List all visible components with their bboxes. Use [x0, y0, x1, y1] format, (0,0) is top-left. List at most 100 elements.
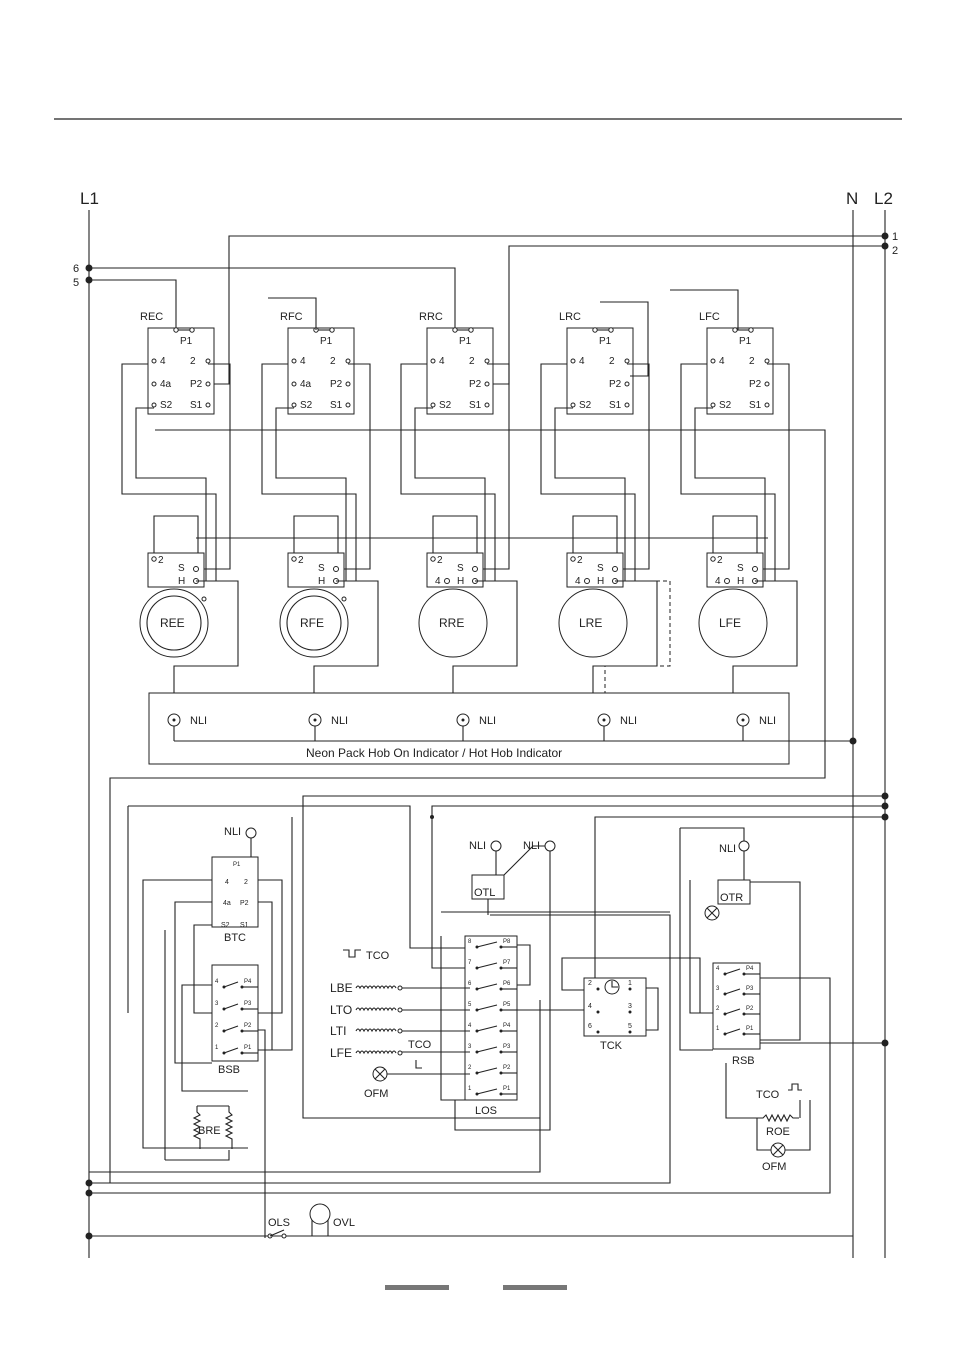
svg-text:P1: P1	[244, 1045, 252, 1051]
control-label: LFC	[699, 311, 720, 323]
svg-text:2: 2	[468, 1065, 472, 1071]
svg-text:H: H	[737, 576, 744, 587]
svg-text:P2: P2	[503, 1065, 511, 1071]
svg-text:P5: P5	[503, 1002, 511, 1008]
switch-pole-1: 1 P1	[215, 1045, 258, 1055]
svg-text:4: 4	[215, 979, 219, 985]
element-lfe: LFE	[719, 616, 741, 630]
svg-text:1: 1	[468, 1086, 472, 1092]
element-rfe: RFE	[300, 616, 324, 630]
load-lbe: LBE	[330, 981, 470, 995]
roe-element: ROE	[756, 1100, 801, 1151]
svg-text:3: 3	[468, 1044, 472, 1050]
btc-nli: NLI	[224, 826, 241, 838]
term-right: 2	[609, 356, 615, 367]
svg-text:OFM: OFM	[364, 1088, 388, 1100]
btc-term-4a: 4a	[223, 900, 231, 907]
svg-text:2: 2	[716, 1006, 720, 1012]
load-lto: LTO	[330, 1003, 470, 1017]
load-lti: LTI	[330, 1024, 470, 1038]
term-left: 4	[579, 356, 585, 367]
otr-label: OTR	[720, 892, 743, 904]
control-label: RFC	[280, 311, 303, 323]
ofm-left: OFM	[364, 1066, 470, 1100]
term-right: 2	[749, 356, 755, 367]
tck-term-1: 1	[628, 980, 632, 991]
svg-text:2: 2	[588, 980, 592, 987]
hob-control-rec: RECP144aS22P2S12SH44aREE	[121, 311, 239, 706]
rail-label-n: N	[846, 189, 858, 208]
tck-term-3: 3	[628, 1003, 632, 1014]
svg-text:2: 2	[215, 1023, 219, 1029]
tck-term-2: 2	[588, 980, 600, 991]
tco-right: TCO	[756, 1083, 802, 1101]
term-left: 4	[719, 356, 725, 367]
svg-text:ROE: ROE	[766, 1126, 790, 1138]
svg-text:P3: P3	[746, 986, 754, 992]
svg-text:TCO: TCO	[756, 1089, 780, 1101]
term-p1: P1	[459, 336, 472, 347]
svg-text:NLI: NLI	[479, 715, 496, 727]
term-right: P2	[330, 379, 343, 390]
term-right: S1	[749, 400, 762, 411]
terminal-2: 2	[892, 245, 898, 257]
btc-term-s2: S2	[221, 922, 230, 929]
term-right: 2	[330, 356, 336, 367]
term-right: S1	[469, 400, 482, 411]
rsb-label: RSB	[732, 1055, 755, 1067]
term-p1: P1	[320, 336, 333, 347]
btc-term-4: 4	[225, 879, 229, 886]
term-p1: P1	[180, 336, 193, 347]
svg-text:3: 3	[628, 1003, 632, 1010]
svg-text:H: H	[597, 576, 604, 587]
control-label: REC	[140, 311, 163, 323]
tck-label: TCK	[600, 1040, 623, 1052]
tck-term-5: 5	[628, 1023, 632, 1034]
term-left: 4	[160, 356, 166, 367]
svg-text:TCO: TCO	[366, 950, 390, 962]
svg-text:S: S	[597, 563, 604, 574]
svg-text:1: 1	[215, 1045, 219, 1051]
svg-text:TCO: TCO	[408, 1039, 432, 1051]
term-left: 4a	[300, 379, 312, 390]
svg-text:LFE: LFE	[330, 1046, 352, 1060]
hob-bus-wiring	[109, 289, 826, 1183]
switch-pole-1: 1 P1	[468, 1086, 517, 1096]
tco-mid: TCO	[402, 1039, 470, 1069]
svg-text:P6: P6	[503, 981, 511, 987]
switch-pole-2: 2 P2	[468, 1065, 517, 1075]
svg-text:P1: P1	[503, 1086, 511, 1092]
rail-label-l2: L2	[874, 189, 893, 208]
svg-text:LTI: LTI	[330, 1024, 346, 1038]
hob-control-rfc: RFCP144aS22P2S12SH44aRFE	[261, 311, 379, 706]
otr-nli: NLI	[719, 843, 736, 855]
svg-text:4: 4	[715, 576, 721, 587]
svg-text:4: 4	[575, 576, 581, 587]
term-left: 4	[439, 356, 445, 367]
rail-terminals: 1 2 6 5	[73, 231, 898, 385]
svg-text:7: 7	[468, 960, 472, 966]
bre-element: BRE	[164, 930, 234, 1161]
btc-term-p2: P2	[240, 900, 249, 907]
svg-text:4: 4	[716, 966, 720, 972]
term-left: S2	[160, 400, 173, 411]
svg-text:NLI: NLI	[190, 715, 207, 727]
term-right: P2	[190, 379, 203, 390]
neon-lamp-5: NLI	[736, 713, 776, 741]
svg-text:LTO: LTO	[330, 1003, 352, 1017]
svg-text:2: 2	[717, 555, 723, 566]
tck-term-6: 6	[588, 1023, 600, 1034]
svg-text:1: 1	[716, 1026, 720, 1032]
terminal-6: 6	[73, 263, 79, 275]
btc-p1: P1	[233, 862, 241, 868]
term-left: S2	[719, 400, 732, 411]
